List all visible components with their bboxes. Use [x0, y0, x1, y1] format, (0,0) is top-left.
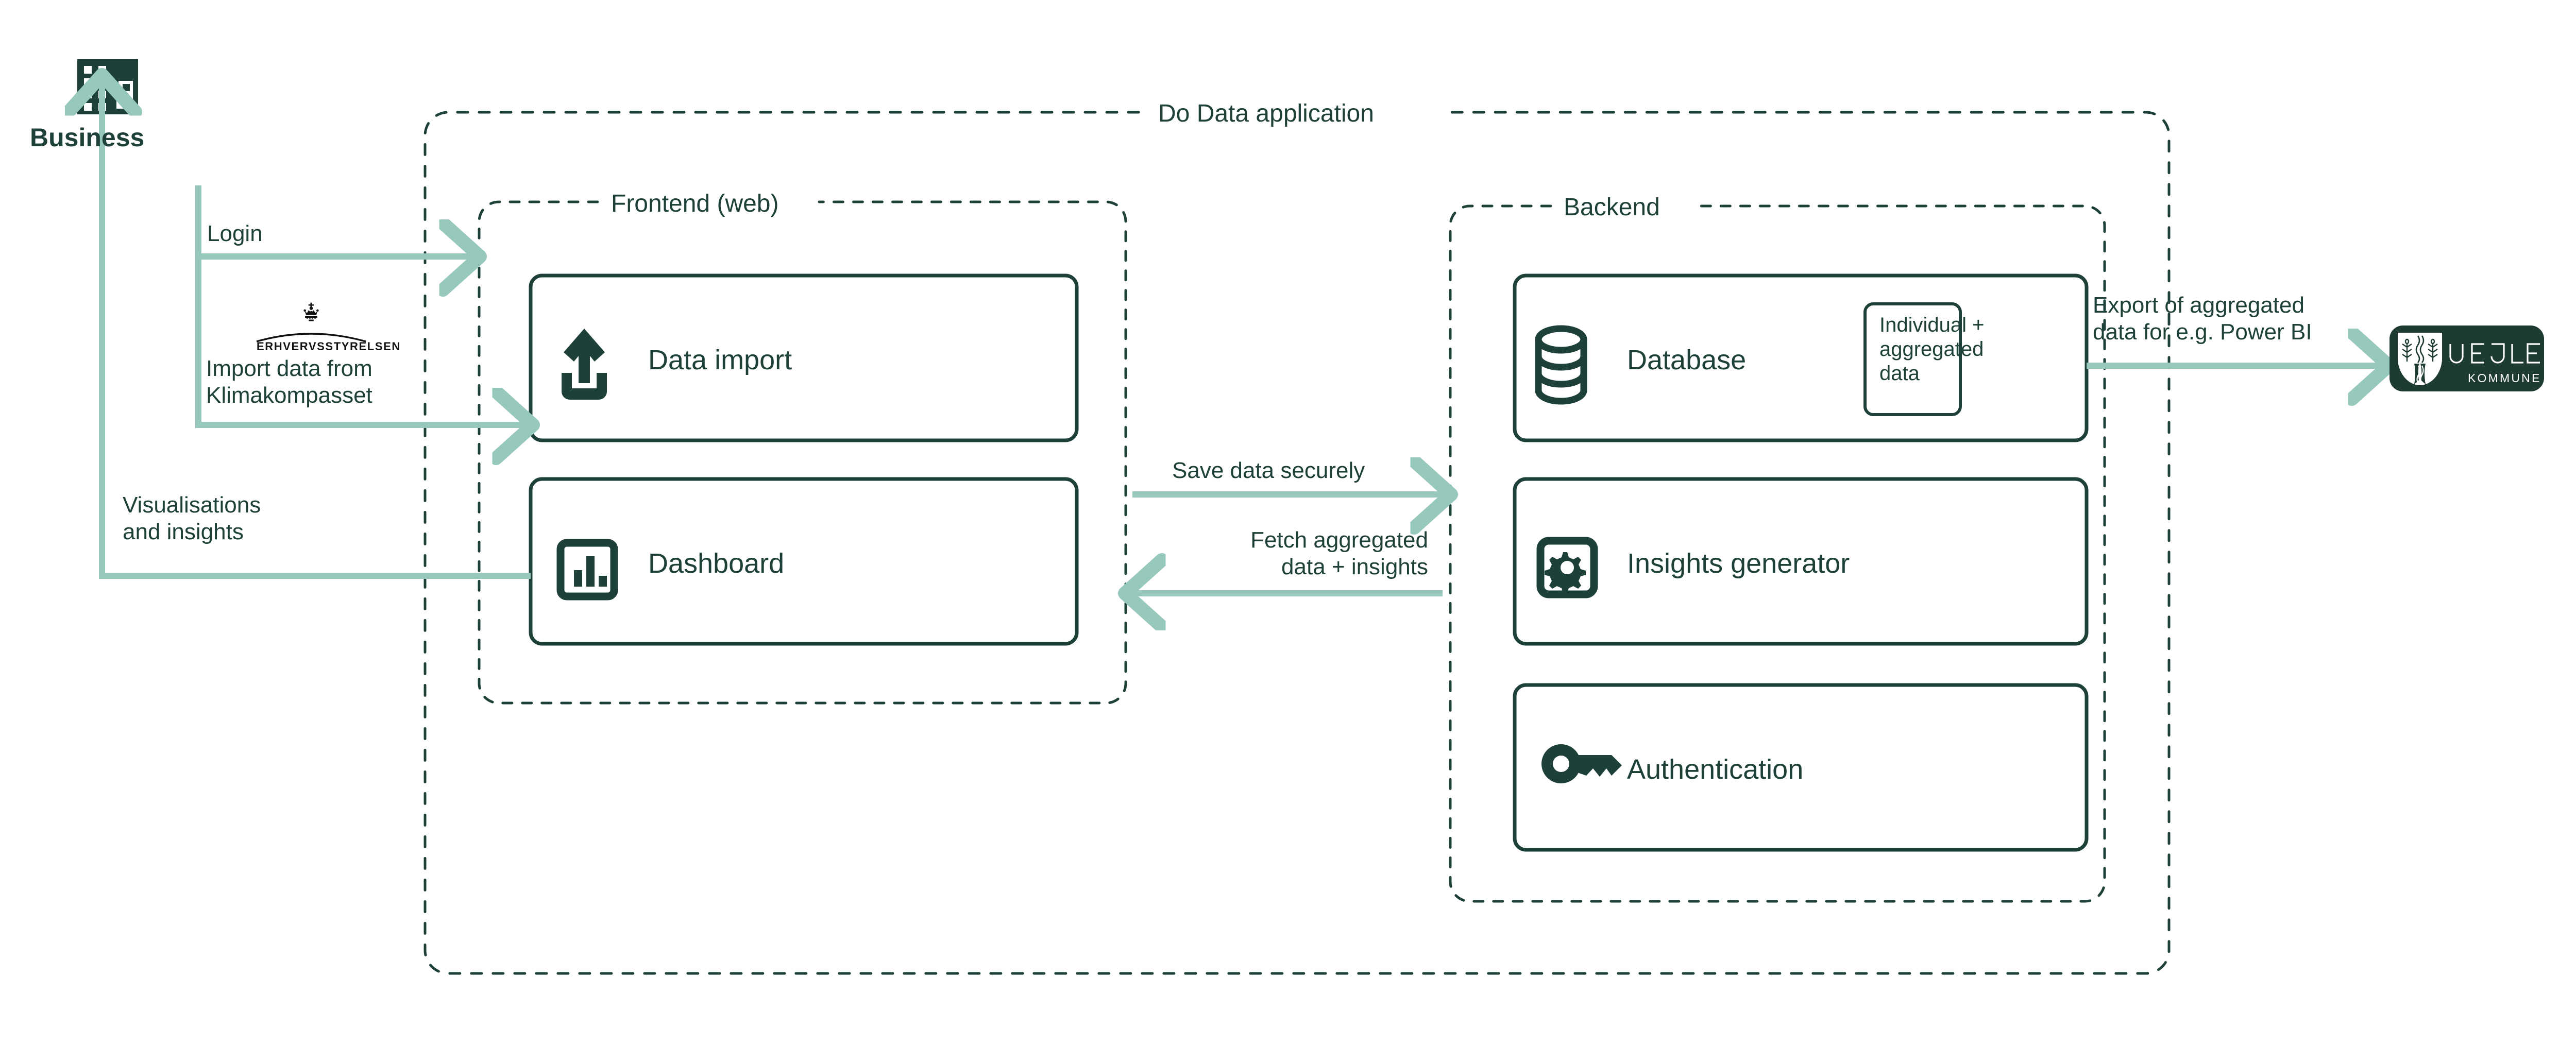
group-label-do-data-application: Do Data application [1158, 100, 1374, 127]
node-label-database: Database [1627, 345, 1747, 375]
vejle-kommune-logo: KOMMUNE [2389, 326, 2544, 391]
flow-arrow-import-klimakompasset [195, 256, 524, 425]
group-frontend [478, 200, 1127, 705]
group-label-frontend: Frontend (web) [611, 190, 779, 217]
group-do-data-application [423, 111, 2171, 975]
vejle-kommune-subtitle: KOMMUNE [2468, 371, 2541, 385]
group-label-backend: Backend [1564, 194, 1660, 221]
gear-icon [1536, 537, 1598, 598]
erhvervsstyrelsen-wordmark: ERHVERVSSTYRELSEN [257, 340, 401, 353]
actor-label-business: Business [30, 123, 145, 152]
node-label-data-import: Data import [648, 345, 792, 375]
node-box-dashboard[interactable] [529, 477, 1079, 646]
node-label-dashboard: Dashboard [648, 548, 785, 579]
erhvervsstyrelsen-logo [256, 302, 366, 342]
database-icon [1535, 325, 1587, 405]
node-box-database[interactable] [1513, 273, 2089, 442]
node-label-authentication: Authentication [1627, 754, 1804, 785]
node-box-insights-generator[interactable] [1513, 477, 2089, 646]
node-box-data-import[interactable] [529, 273, 1079, 442]
flow-label-fetch-aggregated-data: Fetch aggregated data + insights [1250, 527, 1428, 579]
node-box-database-badge [1863, 302, 1962, 416]
flow-label-login: Login [207, 221, 263, 246]
flow-arrow-visualisations-insights [102, 83, 531, 579]
flow-label-import-klimakompasset: Import data from Klimakompasset [206, 356, 372, 408]
upload-icon [562, 329, 607, 400]
node-box-authentication[interactable] [1513, 683, 2089, 852]
flow-label-save-data-securely: Save data securely [1172, 458, 1365, 483]
node-label-insights-generator: Insights generator [1627, 548, 1850, 579]
node-badge-database: Individual + aggregated data [1879, 314, 1984, 385]
office-building-icon [77, 59, 138, 114]
key-icon [1541, 744, 1622, 783]
flow-label-export-aggregated-data: Export of aggregated data for e.g. Power… [2093, 293, 2312, 345]
group-backend [1449, 204, 2106, 903]
bar-chart-icon [556, 539, 618, 601]
flow-label-visualisations-insights: Visualisations and insights [123, 492, 261, 544]
